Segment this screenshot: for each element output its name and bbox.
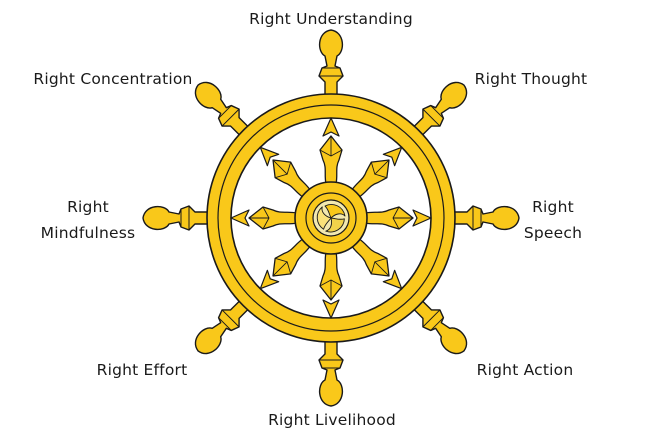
label-right-mindfulness: Right Mindfulness (40, 198, 136, 242)
handle-bottom-left (194, 296, 253, 355)
label-right-effort: Right Effort (96, 361, 188, 379)
label-right-livelihood: Right Livelihood (268, 411, 396, 429)
label-right-thought: Right Thought (474, 70, 588, 88)
spoke-top-left (259, 146, 312, 199)
label-right-speech: Right Speech (523, 198, 583, 242)
spoke-bottom (319, 251, 343, 319)
spoke-left (230, 206, 298, 230)
inner-rim-line (217, 104, 445, 332)
wheel-handles (142, 29, 520, 407)
label-right-understanding: Right Understanding (249, 10, 413, 28)
spoke-right (364, 206, 432, 230)
handle-right (448, 205, 520, 231)
label-right-action: Right Action (476, 361, 574, 379)
handle-top-right (409, 81, 468, 140)
three-jewel-swirl-icon (316, 204, 346, 233)
handle-top-left (194, 81, 253, 140)
spoke-top-right (350, 146, 403, 199)
spoke-bottom-right (350, 237, 403, 290)
handle-left (142, 205, 214, 231)
spoke-top (319, 117, 343, 185)
handle-top (318, 29, 344, 101)
handle-bottom-right (409, 296, 468, 355)
spoke-bottom-left (259, 237, 312, 290)
wheel-spokes (230, 117, 432, 319)
handle-bottom (318, 335, 344, 407)
label-right-concentration: Right Concentration (33, 70, 193, 88)
